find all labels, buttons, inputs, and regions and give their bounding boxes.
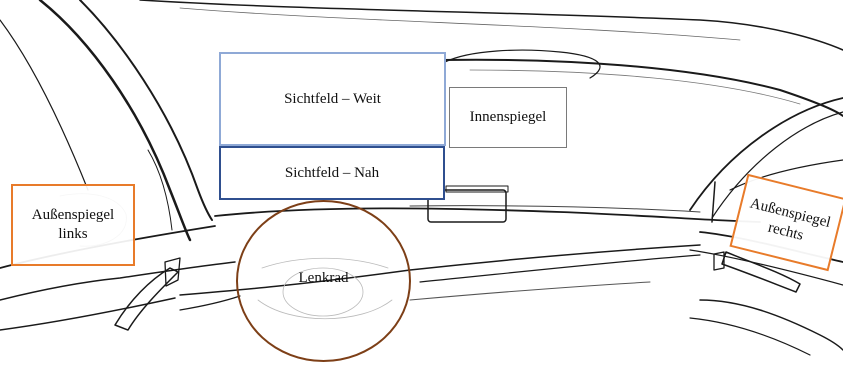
a-pillar-right [689, 97, 843, 211]
a-pillar-left [38, 0, 192, 242]
a-pillar-left [79, 0, 213, 221]
outer-mirror-left-label-line1: Außenspiegel [31, 207, 115, 224]
door-handle-right [721, 251, 801, 293]
inner-mirror-label: Innenspiegel [469, 109, 547, 126]
window-right [729, 159, 843, 191]
a-pillar-left [147, 149, 173, 231]
door-armrest-right [689, 317, 811, 356]
door-vent-right [713, 251, 725, 271]
door-armrest-right [699, 299, 843, 351]
field-of-view-near-label: Sichtfeld – Nah [284, 164, 380, 181]
center-display [427, 189, 507, 223]
inner-mirror-zone: Innenspiegel [449, 87, 567, 148]
door-left [0, 261, 236, 301]
outer-mirror-right-label: Außenspiegel rechts [743, 194, 832, 250]
windshield-frame [469, 69, 801, 105]
window-right [711, 181, 716, 223]
field-of-view-far-label: Sichtfeld – Weit [284, 90, 381, 107]
a-pillar-right [711, 111, 843, 219]
outer-mirror-left-label: Außenspiegel links [32, 206, 114, 244]
sun-visor [444, 49, 601, 79]
dashboard-line [409, 281, 651, 301]
a-pillar-left [0, 19, 89, 191]
door-left [0, 297, 176, 331]
outer-mirror-left-label-line2: links [58, 226, 88, 242]
door-vent-left [164, 257, 181, 287]
dashboard-top [409, 205, 701, 213]
field-of-view-far-zone: Sichtfeld – Weit [219, 52, 446, 146]
field-of-view-near-zone: Sichtfeld – Nah [219, 146, 445, 200]
roof-line [179, 7, 741, 41]
roof-line [139, 0, 843, 51]
dashboard-line [179, 295, 241, 311]
steering-wheel-label: Lenkrad [298, 269, 349, 286]
door-right [689, 249, 843, 286]
dashboard-line [419, 254, 701, 283]
steering-wheel-zone: Lenkrad [236, 200, 411, 362]
center-display-bezel [445, 185, 509, 193]
outer-mirror-left-zone: Außenspiegel links [11, 184, 135, 266]
door-handle-left [114, 267, 179, 331]
